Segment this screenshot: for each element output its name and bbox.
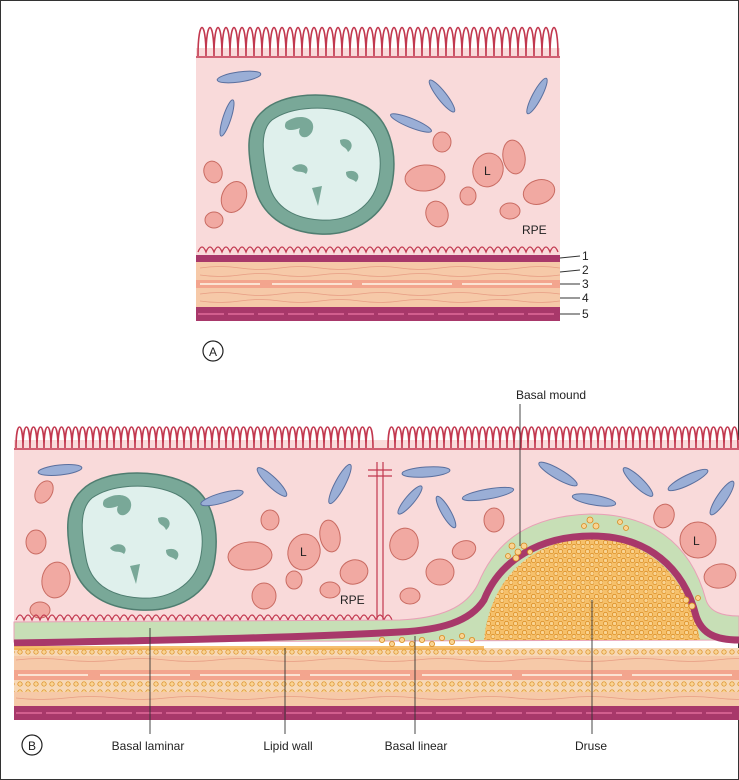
bruch-membrane-a [196, 255, 560, 321]
lysosome-label-b-right: L [693, 534, 700, 548]
lysosome-label-b-left: L [300, 545, 307, 559]
layer-number-1: 1 [582, 249, 589, 263]
nucleus-inner-a [263, 108, 380, 220]
callout-lipid-wall: Lipid wall [263, 739, 312, 753]
nucleus-inner-b [82, 486, 202, 598]
callout-basal-laminar: Basal laminar [112, 739, 185, 753]
bruch-membrane-b [14, 648, 739, 720]
layer-number-4: 4 [582, 291, 589, 305]
callout-druse: Druse [575, 739, 607, 753]
layer-number-5: 5 [582, 307, 589, 321]
layer-number-2: 2 [582, 263, 589, 277]
lipid-wall [14, 646, 484, 650]
panel-b: L L RPE [14, 388, 739, 755]
panel-a: L RPE 1 2 3 4 5 [196, 28, 589, 362]
callout-basal-mound: Basal mound [516, 388, 586, 402]
layer-leaders-a [560, 256, 580, 314]
rpe-label-a: RPE [522, 223, 547, 237]
panel-b-letter: B [28, 739, 36, 753]
callout-basal-linear: Basal linear [385, 739, 448, 753]
lysosome-label-a: L [484, 164, 491, 178]
layer-number-3: 3 [582, 277, 589, 291]
rpe-label-b: RPE [340, 593, 365, 607]
panel-a-letter: A [209, 345, 217, 359]
